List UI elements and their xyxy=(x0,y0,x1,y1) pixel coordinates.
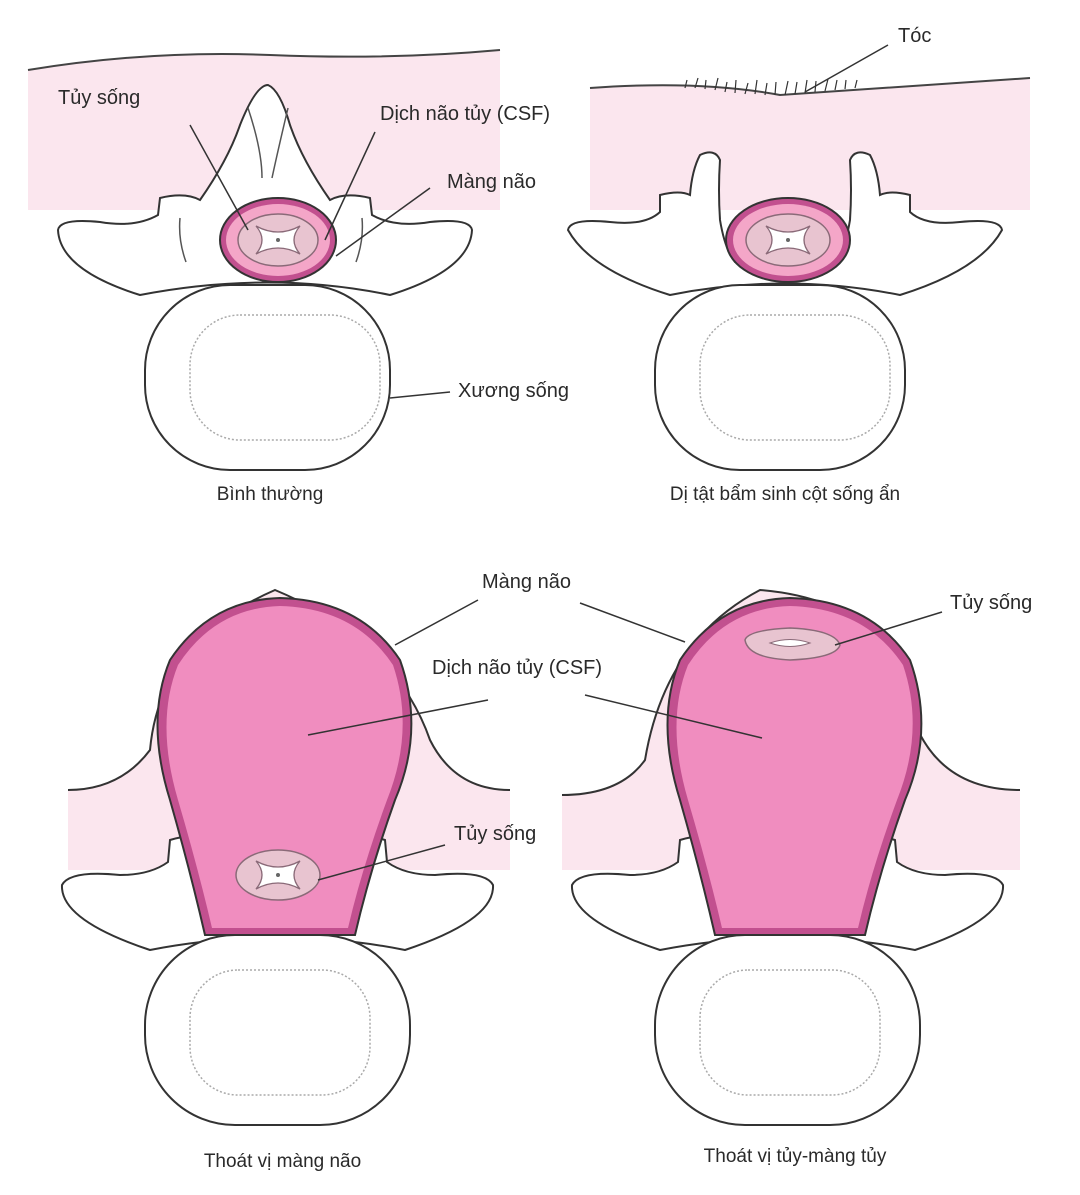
label-normal-vertebra: Xương sống xyxy=(458,380,570,402)
leader-hair xyxy=(804,44,889,93)
leader-meninges xyxy=(335,187,431,257)
label-occulta-hair: Tóc xyxy=(898,25,932,47)
caption-normal: Bình thường xyxy=(216,484,324,505)
panel-occulta xyxy=(566,44,1031,471)
skin-layer xyxy=(590,78,1030,210)
skin-surface-line xyxy=(589,77,1031,97)
skin-outline xyxy=(561,588,1021,796)
leader-spinal-cord xyxy=(189,124,249,231)
hair-tuft xyxy=(684,77,858,96)
label-meningocele-spinal-cord: Tủy sống xyxy=(454,823,537,845)
label-normal-spinal-cord: Tủy sống xyxy=(58,87,141,109)
skin-surface-line xyxy=(27,49,501,71)
panel-meningocele xyxy=(60,588,511,1126)
leader-csf xyxy=(307,699,489,736)
leader-spinal-cord xyxy=(834,611,943,646)
leader-vertebra xyxy=(389,391,451,399)
label-normal-csf: Dịch não tủy (CSF) xyxy=(380,103,551,125)
sac-csf xyxy=(676,606,913,928)
label-myelomeningocele-spinal-cord: Tủy sống xyxy=(950,592,1033,614)
caption-meningocele: Thoát vị màng não xyxy=(203,1151,362,1172)
panel-normal xyxy=(27,49,501,471)
panel-myelomeningocele xyxy=(561,588,1021,1126)
label-normal-meninges: Màng não xyxy=(447,171,536,193)
label-meningocele-csf: Dịch não tủy (CSF) xyxy=(432,657,603,679)
leader-spinal-cord xyxy=(317,844,446,881)
leader-csf xyxy=(324,131,376,241)
caption-occulta: Dị tật bẩm sinh cột sống ẩn xyxy=(669,484,901,505)
leader-csf xyxy=(584,694,763,739)
leader-meninges xyxy=(579,602,686,643)
leader-meninges xyxy=(394,599,479,646)
vertebra xyxy=(566,151,1004,471)
caption-myelomeningocele: Thoát vị tủy-màng tủy xyxy=(703,1146,887,1167)
skin-outline xyxy=(67,588,511,791)
vertebra xyxy=(56,83,474,471)
label-meningocele-meninges: Màng não xyxy=(482,571,571,593)
sac-csf xyxy=(166,606,403,928)
